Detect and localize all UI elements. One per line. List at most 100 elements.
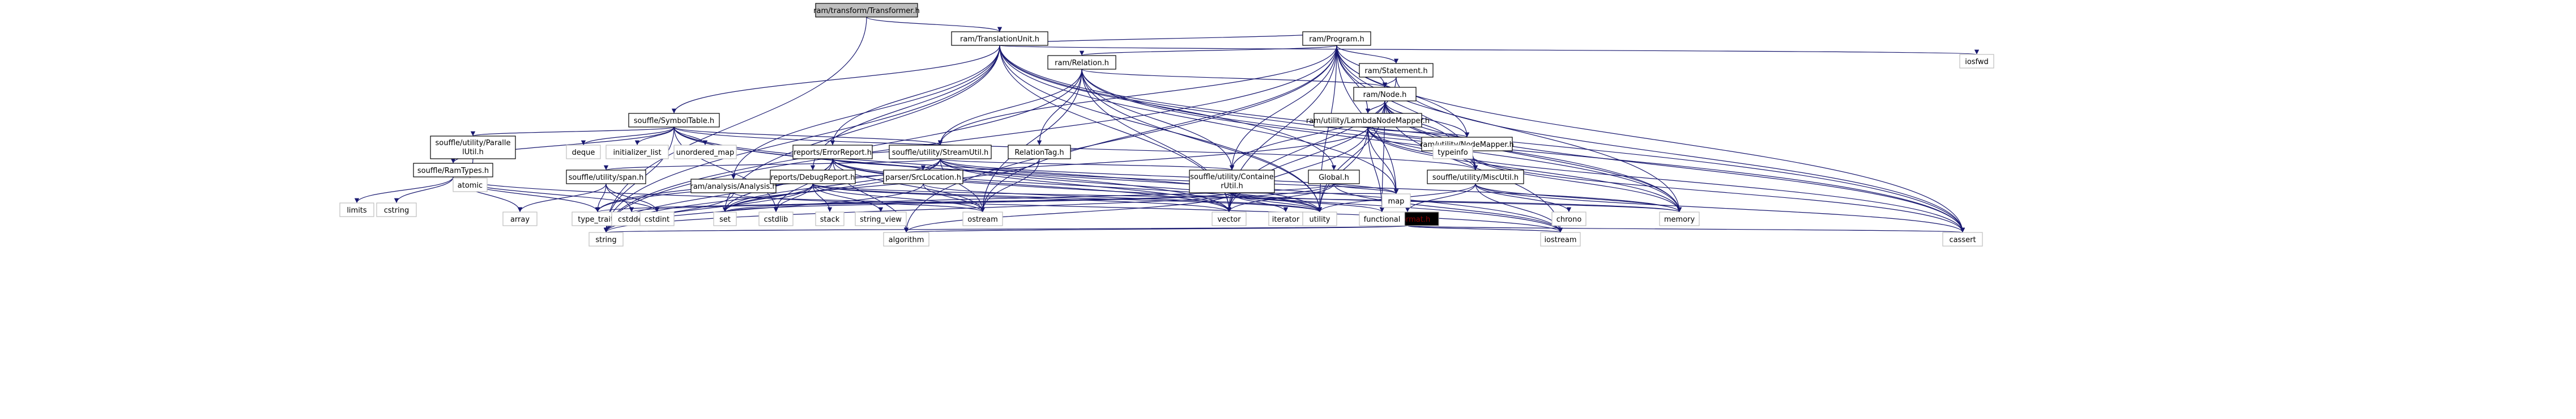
node-label: ram/TranslationUnit.h xyxy=(960,35,1039,44)
node-label: cstring xyxy=(384,206,409,215)
node-box xyxy=(1308,170,1360,184)
node-array: array xyxy=(502,211,538,226)
node-ramtypes[interactable]: souffle/RamTypes.h xyxy=(413,163,493,177)
edge-tu-to-symtab xyxy=(671,45,1000,114)
node-box xyxy=(1381,193,1411,208)
node-box xyxy=(430,136,516,159)
node-miscutil[interactable]: souffle/utility/MiscUtil.h xyxy=(1427,170,1524,184)
edge-global-to-map xyxy=(1333,183,1399,194)
node-label: initializer_list xyxy=(613,149,661,157)
node-box xyxy=(883,170,963,184)
edge-miscutil-to-cassert xyxy=(1475,183,1965,233)
edge-span-to-array xyxy=(517,183,607,213)
node-label: typeinfo xyxy=(1438,149,1468,157)
node-atomic: atomic xyxy=(453,177,488,192)
edge-global-to-vector xyxy=(1226,183,1334,213)
edge-root-to-string xyxy=(603,16,867,233)
edge-symtab-to-initlist xyxy=(634,126,675,146)
edge-streamutil-to-span xyxy=(604,158,941,171)
node-box xyxy=(453,177,488,192)
node-box xyxy=(889,145,992,159)
node-reltag[interactable]: RelationTag.h xyxy=(1008,145,1071,159)
node-vector: vector xyxy=(1212,211,1247,226)
node-box xyxy=(639,211,675,226)
node-label: cstdint xyxy=(645,215,669,224)
node-chrono: chrono xyxy=(1551,211,1586,226)
edge-errrep-to-ostream xyxy=(832,158,986,213)
node-tu[interactable]: ram/TranslationUnit.h xyxy=(951,31,1048,46)
edge-debugrep-to-ostream xyxy=(812,183,986,213)
node-statement[interactable]: ram/Statement.h xyxy=(1359,63,1434,78)
edge-global-to-set xyxy=(723,183,1334,213)
node-span[interactable]: souffle/utility/span.h xyxy=(566,170,646,184)
edge-debugrep-to-cstdlib xyxy=(773,183,813,213)
edge-streamutil-to-container xyxy=(940,158,1234,171)
node-symtab[interactable]: souffle/SymbolTable.h xyxy=(628,113,720,128)
node-box xyxy=(1959,54,1994,69)
edge-tinyformat-to-algorithm xyxy=(905,225,1408,233)
edge-debugrep-to-memory xyxy=(812,183,1682,213)
node-label: deque xyxy=(572,149,595,157)
node-box xyxy=(1189,170,1275,193)
edge-ramtypes-to-iostream xyxy=(453,176,1563,233)
node-box xyxy=(792,145,873,159)
node-debugrep[interactable]: reports/DebugReport.h xyxy=(770,170,856,184)
edge-relation-to-reltag xyxy=(1037,69,1082,146)
edge-tu-to-analysis xyxy=(731,45,1000,180)
edge-lambda-to-type_traits xyxy=(595,126,1368,213)
edge-symtab-to-streamutil xyxy=(673,126,942,146)
node-box xyxy=(566,170,646,184)
node-label: Global.h xyxy=(1319,173,1349,182)
node-box xyxy=(566,145,601,159)
node-node[interactable]: ram/Node.h xyxy=(1353,87,1417,101)
node-global[interactable]: Global.h xyxy=(1308,170,1360,184)
node-errrep[interactable]: reports/ErrorReport.h xyxy=(792,145,873,159)
node-srcloc[interactable]: parser/SrcLocation.h xyxy=(883,170,963,184)
node-label: set xyxy=(719,215,731,224)
node-label: memory xyxy=(1664,215,1695,224)
edge-ramtypes-to-cstring xyxy=(394,176,454,204)
node-label: cstdlib xyxy=(764,215,788,224)
node-lambda[interactable]: ram/utility/LambdaNodeMapper.h xyxy=(1306,113,1430,128)
edge-lambda-to-memory xyxy=(1367,126,1682,213)
node-label: souffle/utility/StreamUtil.h xyxy=(892,149,989,157)
edge-program-to-statement xyxy=(1336,45,1399,64)
node-box xyxy=(770,170,856,184)
node-label: chrono xyxy=(1556,215,1582,224)
edge-streamutil-to-ostream xyxy=(940,158,986,213)
node-box xyxy=(951,31,1048,46)
edge-container-to-cstddef xyxy=(629,192,1232,213)
node-box xyxy=(1313,113,1422,128)
node-streamutil[interactable]: souffle/utility/StreamUtil.h xyxy=(889,145,992,159)
node-box xyxy=(1268,211,1303,226)
node-cstdlib: cstdlib xyxy=(758,211,794,226)
edge-program-to-streamutil xyxy=(937,45,1337,146)
edge-container-to-iterator xyxy=(1231,192,1289,213)
edge-lambda-to-nodemapper xyxy=(1367,126,1470,138)
edge-errrep-to-iostream xyxy=(832,158,1563,233)
node-label: cstddef xyxy=(618,215,646,224)
node-box xyxy=(1359,211,1405,226)
edge-node-to-nodemapper xyxy=(1384,100,1470,138)
edge-program-to-ostream xyxy=(980,45,1337,213)
node-box xyxy=(673,145,737,159)
node-typeinfo: typeinfo xyxy=(1432,145,1473,159)
edge-lambda-to-functional xyxy=(1367,126,1385,213)
node-label: functional xyxy=(1364,215,1401,224)
node-analysis[interactable]: ram/analysis/Analysis.h xyxy=(690,179,777,193)
node-relation[interactable]: ram/Relation.h xyxy=(1047,55,1116,70)
node-cassert: cassert xyxy=(1942,232,1983,247)
node-box xyxy=(605,145,669,159)
node-functional: functional xyxy=(1359,211,1405,226)
node-label: lUtil.h xyxy=(462,148,484,156)
node-root[interactable]: ram/transform/Transformer.h xyxy=(813,3,920,18)
node-program[interactable]: ram/Program.h xyxy=(1302,31,1371,46)
node-algorithm: algorithm xyxy=(883,232,929,247)
node-box xyxy=(376,202,417,217)
edge-program-to-relation xyxy=(1080,45,1337,56)
node-label: ram/analysis/Analysis.h xyxy=(690,183,777,191)
node-label: souffle/SymbolTable.h xyxy=(634,117,714,125)
node-label: array xyxy=(510,215,530,224)
